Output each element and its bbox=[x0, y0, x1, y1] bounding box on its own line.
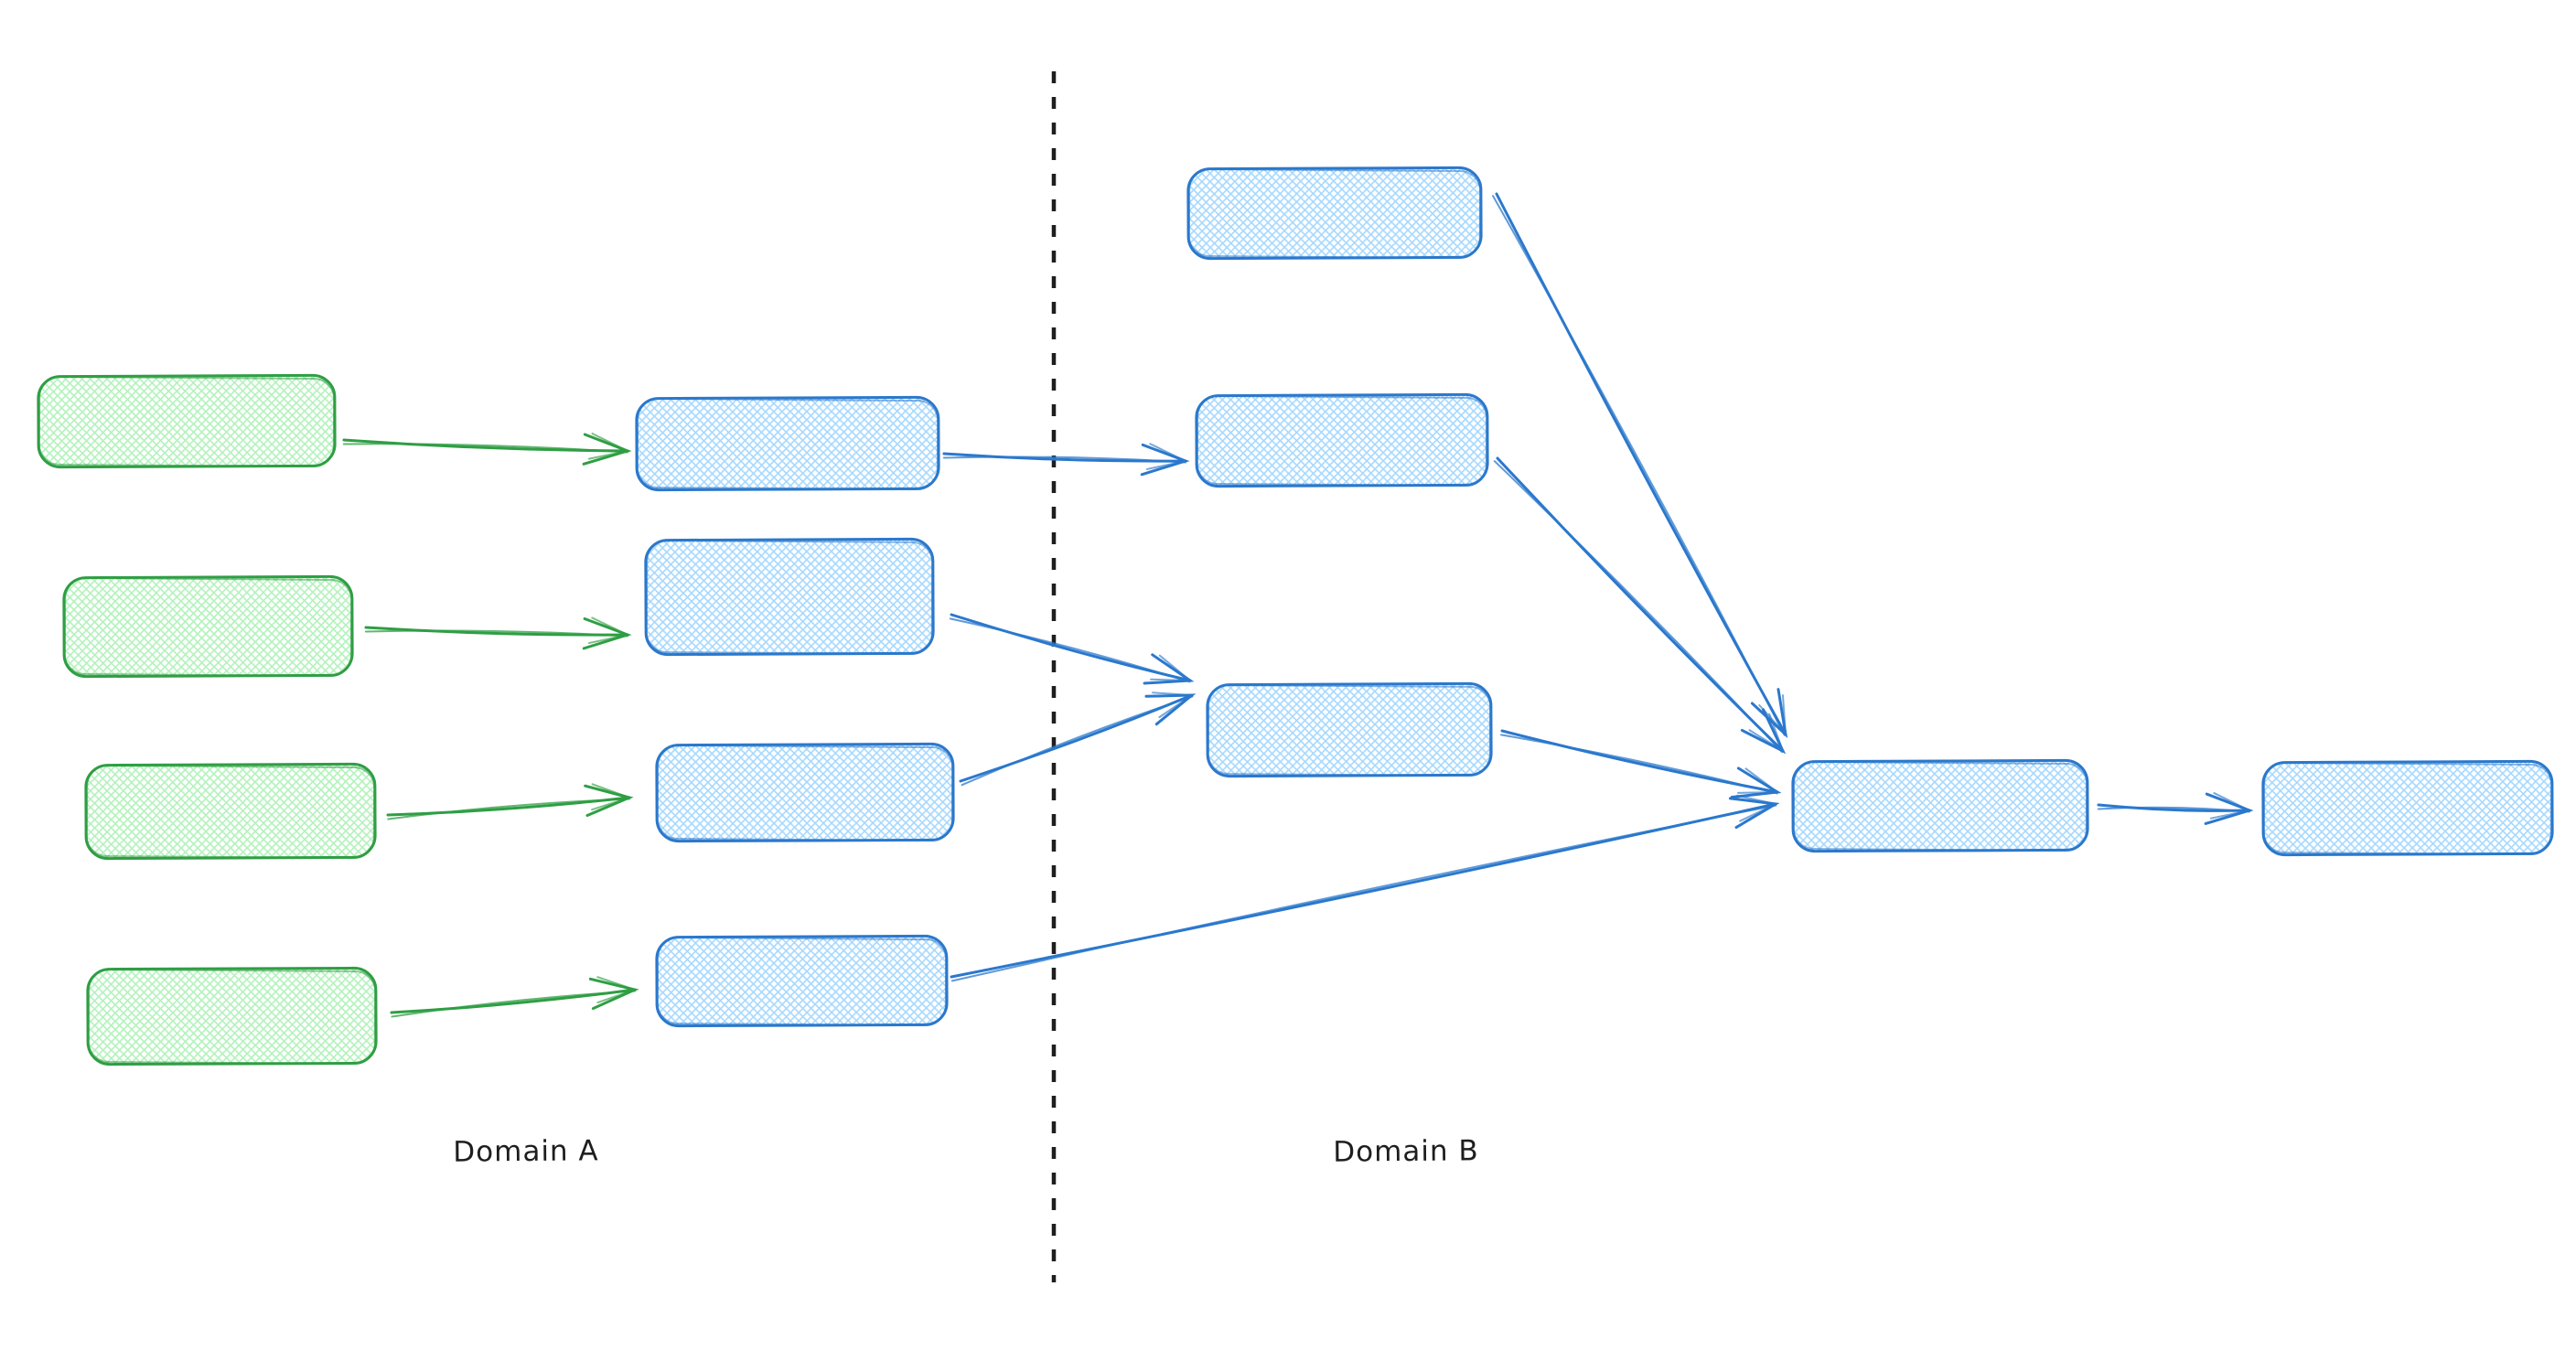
domain-a-process-box-2 bbox=[644, 537, 935, 657]
domain-a-label: Domain A bbox=[453, 1134, 599, 1169]
arrow-process4-to-merge bbox=[950, 794, 1780, 982]
domain-b-input-box-1 bbox=[1186, 166, 1483, 261]
arrow-source2-to-process2 bbox=[364, 616, 632, 650]
arrow-input3-to-merge bbox=[1500, 729, 1782, 799]
arrow-source3-to-process3 bbox=[386, 783, 634, 820]
domain-b-input-box-3 bbox=[1206, 681, 1493, 778]
domain-a-source-box-3 bbox=[84, 762, 377, 861]
domain-b-label: Domain B bbox=[1333, 1134, 1479, 1169]
domain-b-merge-box bbox=[1791, 758, 2089, 853]
arrow-process3-to-input3 bbox=[959, 691, 1197, 787]
domain-a-process-box-3 bbox=[655, 742, 955, 843]
arrow-merge-to-output bbox=[2097, 792, 2254, 825]
domain-a-source-box-1 bbox=[37, 373, 337, 469]
domain-a-process-box-4 bbox=[655, 934, 949, 1028]
arrow-process2-to-input3 bbox=[949, 613, 1195, 685]
arrow-process1-to-input2 bbox=[942, 443, 1190, 477]
arrow-input2-to-merge bbox=[1493, 456, 1787, 755]
domain-a-process-box-1 bbox=[635, 395, 940, 492]
domain-a-source-box-4 bbox=[86, 966, 378, 1067]
domain-b-input-box-2 bbox=[1195, 392, 1489, 488]
arrow-source4-to-process4 bbox=[390, 976, 639, 1018]
arrow-source1-to-process1 bbox=[342, 432, 632, 466]
domain-a-source-box-2 bbox=[62, 574, 354, 679]
domain-b-output-box bbox=[2261, 759, 2554, 857]
arrow-input1-to-merge bbox=[1492, 192, 1788, 739]
